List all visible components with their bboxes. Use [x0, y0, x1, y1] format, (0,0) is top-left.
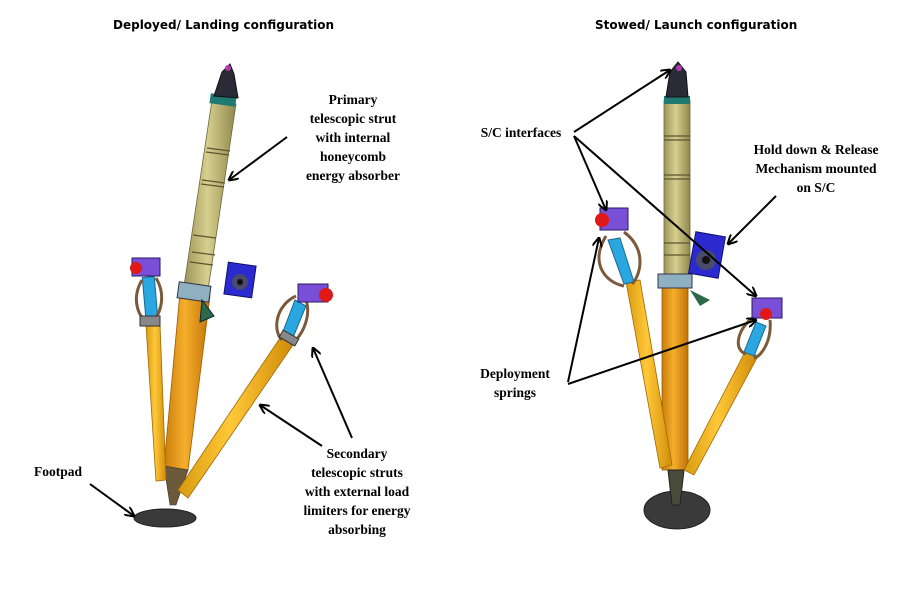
arrows-deployment-springs [567, 238, 756, 385]
arrows-sc-interfaces [573, 70, 756, 296]
primary-strut-upper-stowed [663, 99, 691, 281]
arrow-footpad [89, 483, 134, 516]
interface-block-left-stowed [595, 207, 629, 231]
arrow-secondary-strut-a [260, 405, 323, 447]
interface-block-left [130, 257, 161, 277]
secondary-strut-left [145, 323, 167, 482]
stowed-config-title: Stowed/ Launch configuration [595, 18, 798, 32]
primary-strut-lower-stowed [661, 279, 689, 471]
footpad [133, 508, 197, 528]
secondary-strut-right-stowed [683, 349, 759, 476]
label-footpad: Footpad [33, 464, 82, 479]
primary-strut-upper [183, 99, 237, 291]
label-primary-strut: Primary telescopic strut with internal h… [305, 92, 401, 183]
interface-block-right-stowed [751, 297, 783, 320]
primary-top-fitting [213, 63, 239, 99]
label-secondary-struts: Secondary telescopic struts with externa… [303, 446, 411, 537]
deployed-leg-assembly [130, 63, 333, 528]
stowed-leg-assembly [595, 61, 783, 530]
label-sc-interfaces: S/C interfaces [480, 125, 562, 140]
hdrm-stowed [688, 231, 726, 279]
arrow-secondary-strut-b [313, 348, 353, 439]
label-deployment-springs: Deployment springs [480, 366, 550, 400]
arrow-hdrm [728, 195, 777, 244]
arrow-primary-strut [229, 136, 288, 180]
hdrm-deployed [223, 261, 257, 299]
deployed-config-title: Deployed/ Landing configuration [113, 18, 335, 32]
label-hold-down-release: Hold down & Release Mechanism mounted on… [753, 142, 879, 195]
interface-block-right [297, 283, 333, 303]
